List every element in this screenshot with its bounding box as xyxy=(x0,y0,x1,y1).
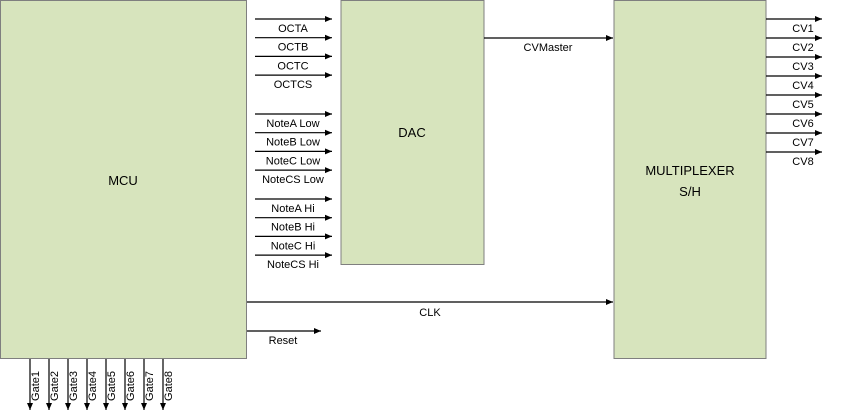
gate-label-5: Gate5 xyxy=(106,371,118,401)
gate-label-8: Gate8 xyxy=(163,371,175,401)
oct-label-2: OCTB xyxy=(278,42,309,54)
note-hi-label-4: NoteCS Hi xyxy=(267,259,319,271)
reset-label: Reset xyxy=(269,335,298,347)
mcu-block xyxy=(0,0,247,359)
gate-label-2: Gate2 xyxy=(49,371,61,401)
dac-block xyxy=(340,0,485,265)
gate-label-4: Gate4 xyxy=(87,371,99,401)
note-low-label-1: NoteA Low xyxy=(266,118,319,130)
note-hi-label-3: NoteC Hi xyxy=(271,240,316,252)
gate-label-6: Gate6 xyxy=(125,371,137,401)
note-hi-label-1: NoteA Hi xyxy=(271,203,314,215)
cv-label-5: CV5 xyxy=(792,99,813,111)
cv-label-1: CV1 xyxy=(792,23,813,35)
dac-label: DAC xyxy=(398,125,425,140)
multiplexer-label: MULTIPLEXER xyxy=(645,163,734,178)
cv-label-4: CV4 xyxy=(792,80,813,92)
note-low-label-2: NoteB Low xyxy=(266,137,320,149)
cv-label-2: CV2 xyxy=(792,42,813,54)
cv-label-6: CV6 xyxy=(792,118,813,130)
gate-label-7: Gate7 xyxy=(144,371,156,401)
oct-label-4: OCTCS xyxy=(274,79,313,91)
note-hi-label-2: NoteB Hi xyxy=(271,222,315,234)
oct-label-1: OCTA xyxy=(278,23,308,35)
cvmaster-label: CVMaster xyxy=(524,42,573,54)
note-low-label-4: NoteCS Low xyxy=(262,174,324,186)
gate-label-3: Gate3 xyxy=(68,371,80,401)
cv-label-8: CV8 xyxy=(792,156,813,168)
oct-label-3: OCTC xyxy=(277,60,308,72)
multiplexer-block xyxy=(613,0,767,359)
sh-label: S/H xyxy=(679,184,701,199)
clk-label: CLK xyxy=(419,307,441,319)
gate-label-1: Gate1 xyxy=(30,371,42,401)
note-low-label-3: NoteC Low xyxy=(266,155,320,167)
gate-outputs: Gate1 Gate2 Gate3 Gate4 Gate5 Gate6 Gate7 Gate8 xyxy=(27,359,175,410)
cv-label-7: CV7 xyxy=(792,137,813,149)
cv-label-3: CV3 xyxy=(792,61,813,73)
mcu-label: MCU xyxy=(108,173,138,188)
